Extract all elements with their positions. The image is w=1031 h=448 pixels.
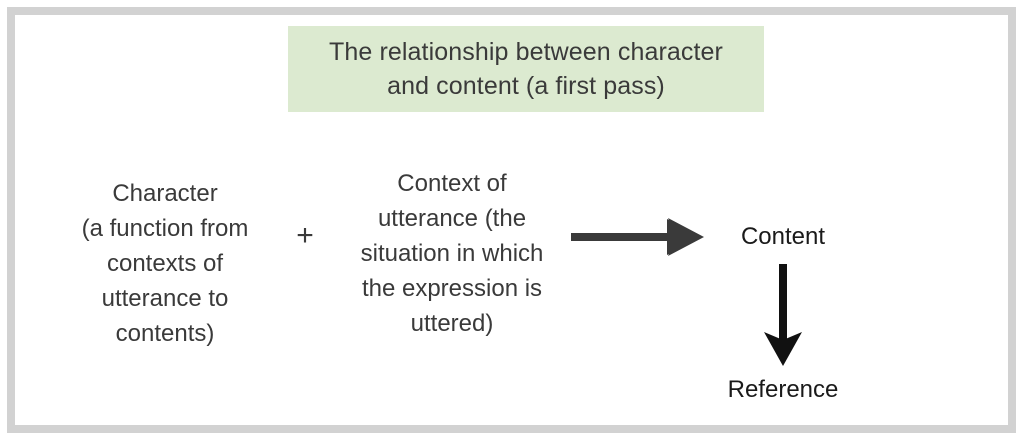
arrow-right-icon [569, 214, 705, 260]
context-line-1: Context of [397, 170, 507, 197]
context-line-4: the expression is [361, 275, 543, 302]
character-line-3: contexts of [106, 250, 224, 277]
context-of-utterance-node: Context of utterance (the situation in w… [337, 166, 567, 341]
arrow-down-icon [760, 262, 806, 368]
reference-node: Reference [727, 376, 839, 403]
context-line-5: uttered) [410, 310, 494, 337]
character-line-1: Character [112, 180, 218, 207]
character-line-5: contents) [115, 320, 215, 347]
context-line-3: situation in which [360, 240, 544, 267]
figure-title-line-2: and content (a first pass) [387, 72, 665, 100]
figure-title: The relationship between character and c… [321, 35, 731, 103]
character-line-4: utterance to [101, 285, 229, 312]
context-line-2: utterance (the [377, 205, 527, 232]
character-line-2: (a function from [81, 215, 249, 242]
character-node: Character (a function from contexts of u… [46, 176, 284, 351]
plus-operator: + [296, 219, 314, 252]
content-node: Content [740, 223, 826, 250]
title-banner: The relationship between character and c… [288, 26, 764, 112]
figure-title-line-1: The relationship between character [329, 38, 723, 66]
